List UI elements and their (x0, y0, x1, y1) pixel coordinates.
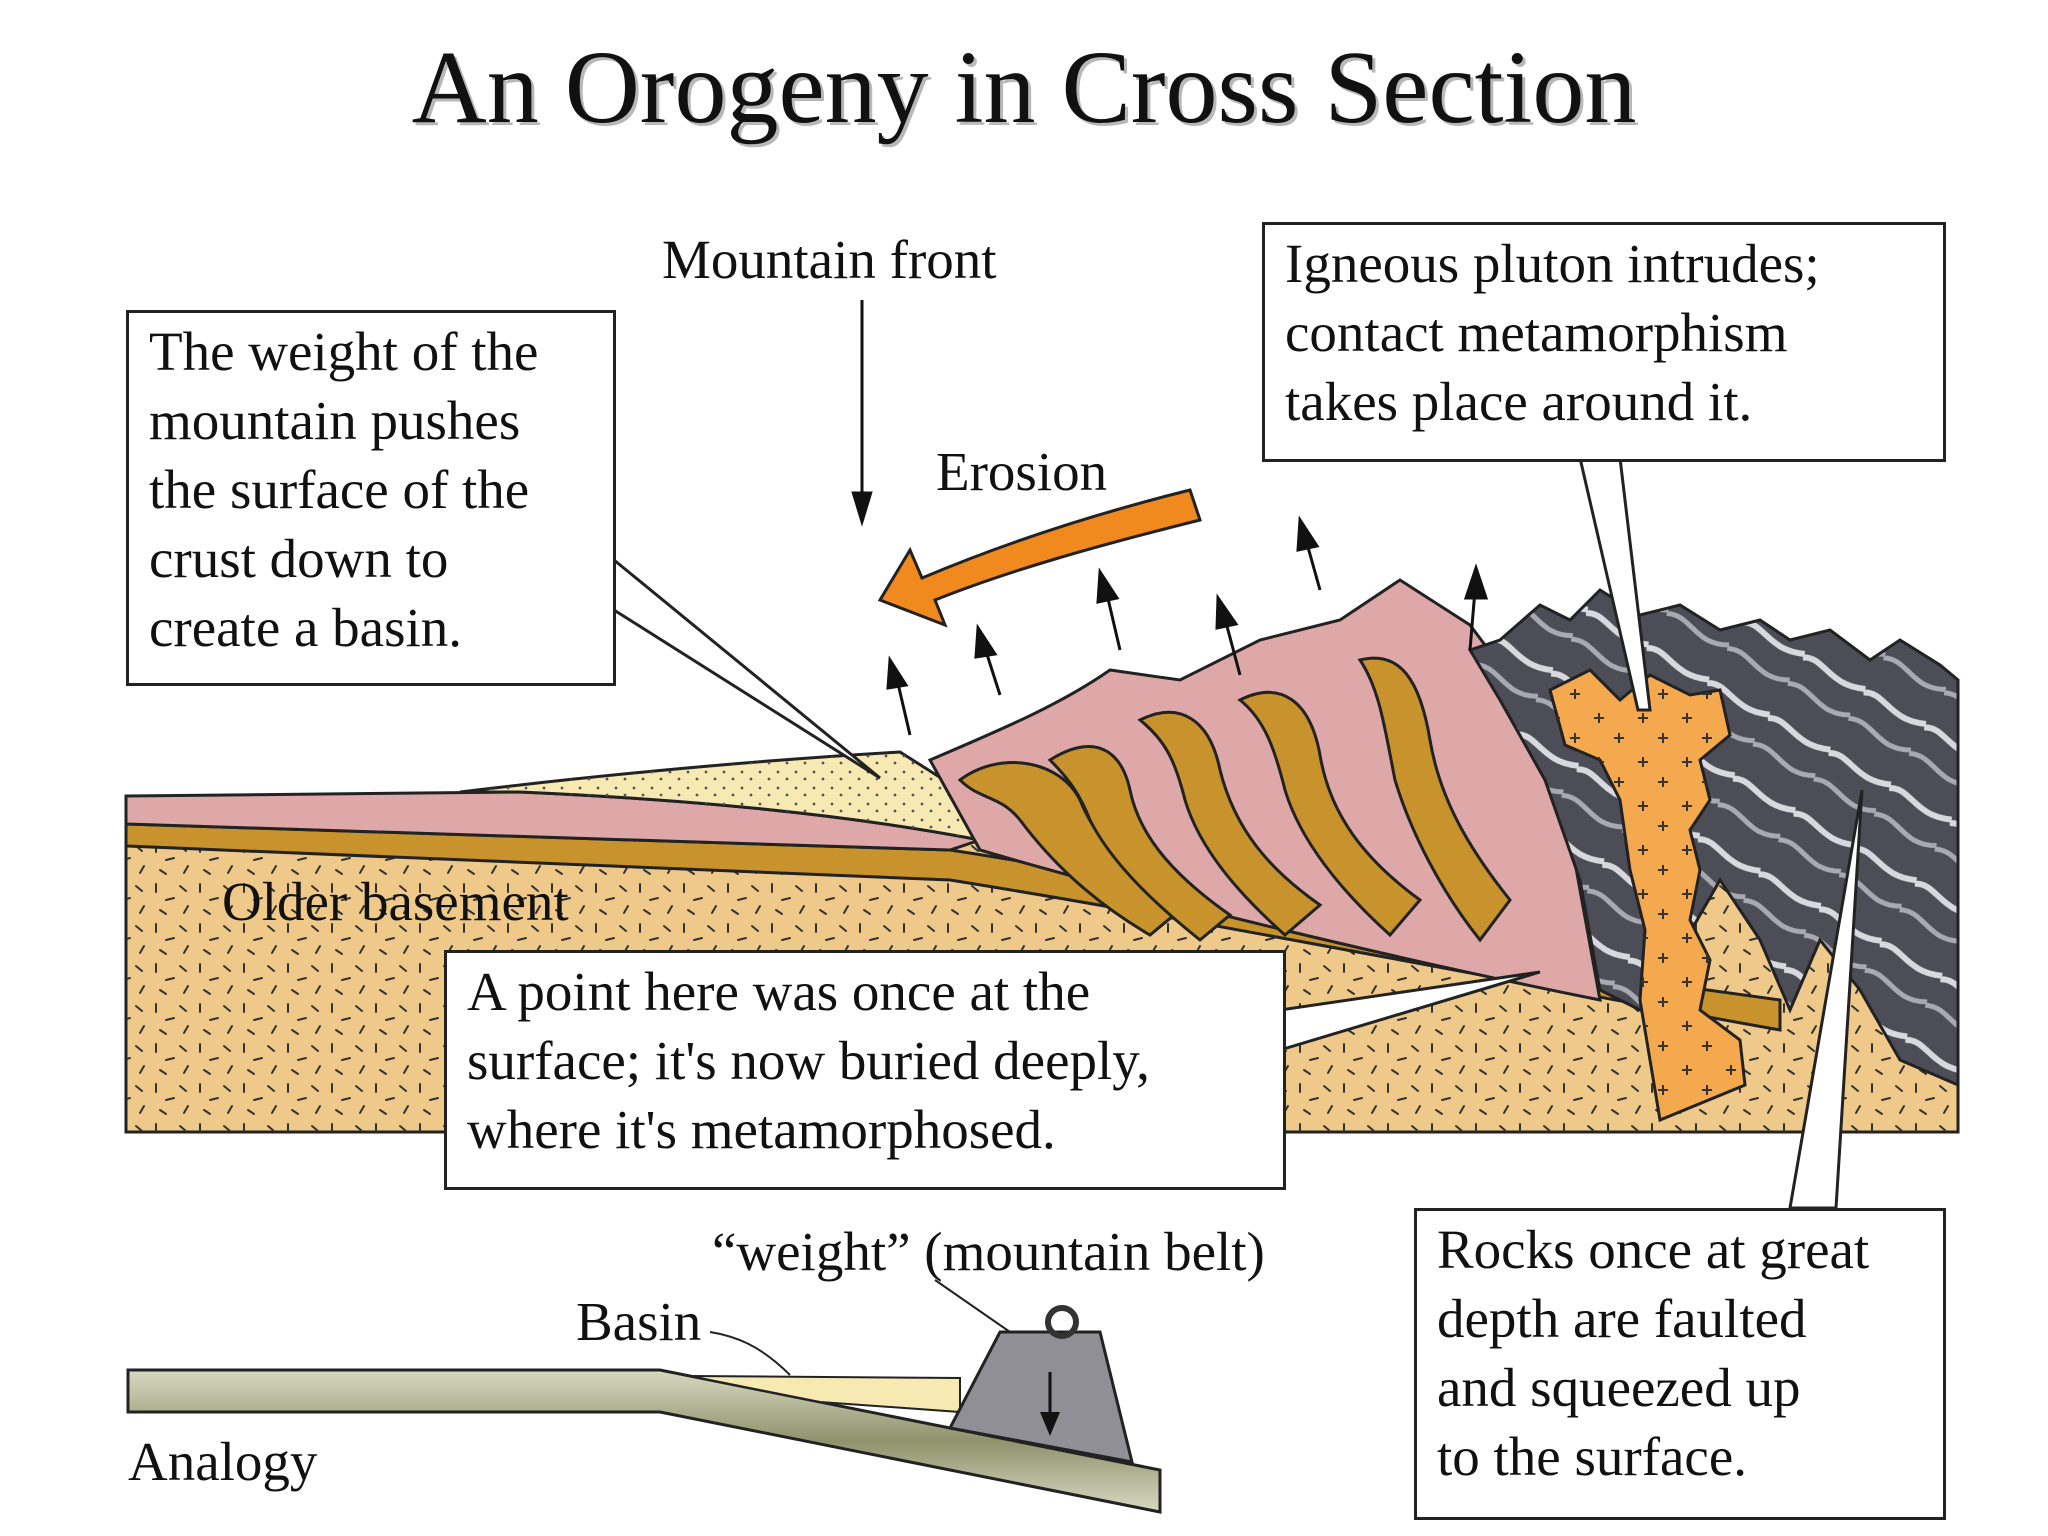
folded-layers (957, 656, 1512, 943)
erosion-arrow-icon (877, 488, 1202, 628)
page-title: An Orogeny in Cross Section (411, 30, 1637, 145)
faulted-rocks-callout: Rocks once at great depth are faulted an… (1414, 1208, 1946, 1520)
buried-point-callout: A point here was once at the surface; it… (444, 950, 1286, 1190)
basin-weight-callout: The weight of the mountain pushes the su… (126, 310, 616, 686)
older-basement-label: Older basement (222, 871, 569, 932)
down-arrow-icon (1040, 1412, 1060, 1436)
erosion-label: Erosion (936, 441, 1108, 502)
mountain-front-label: Mountain front (662, 229, 997, 290)
uplift-arrow-icon (886, 515, 1489, 736)
callout-leader-lines (612, 456, 1864, 1210)
igneous-pluton (1548, 668, 1747, 1123)
pluton-callout: Igneous pluton intrudes; contact metamor… (1262, 222, 1946, 462)
weight-label: “weight” (mountain belt) (712, 1221, 1265, 1282)
basin-label: Basin (576, 1291, 702, 1352)
analogy-illustration (126, 1279, 1162, 1514)
analogy-label: Analogy (128, 1431, 318, 1492)
mountain-front-arrow (851, 300, 873, 527)
